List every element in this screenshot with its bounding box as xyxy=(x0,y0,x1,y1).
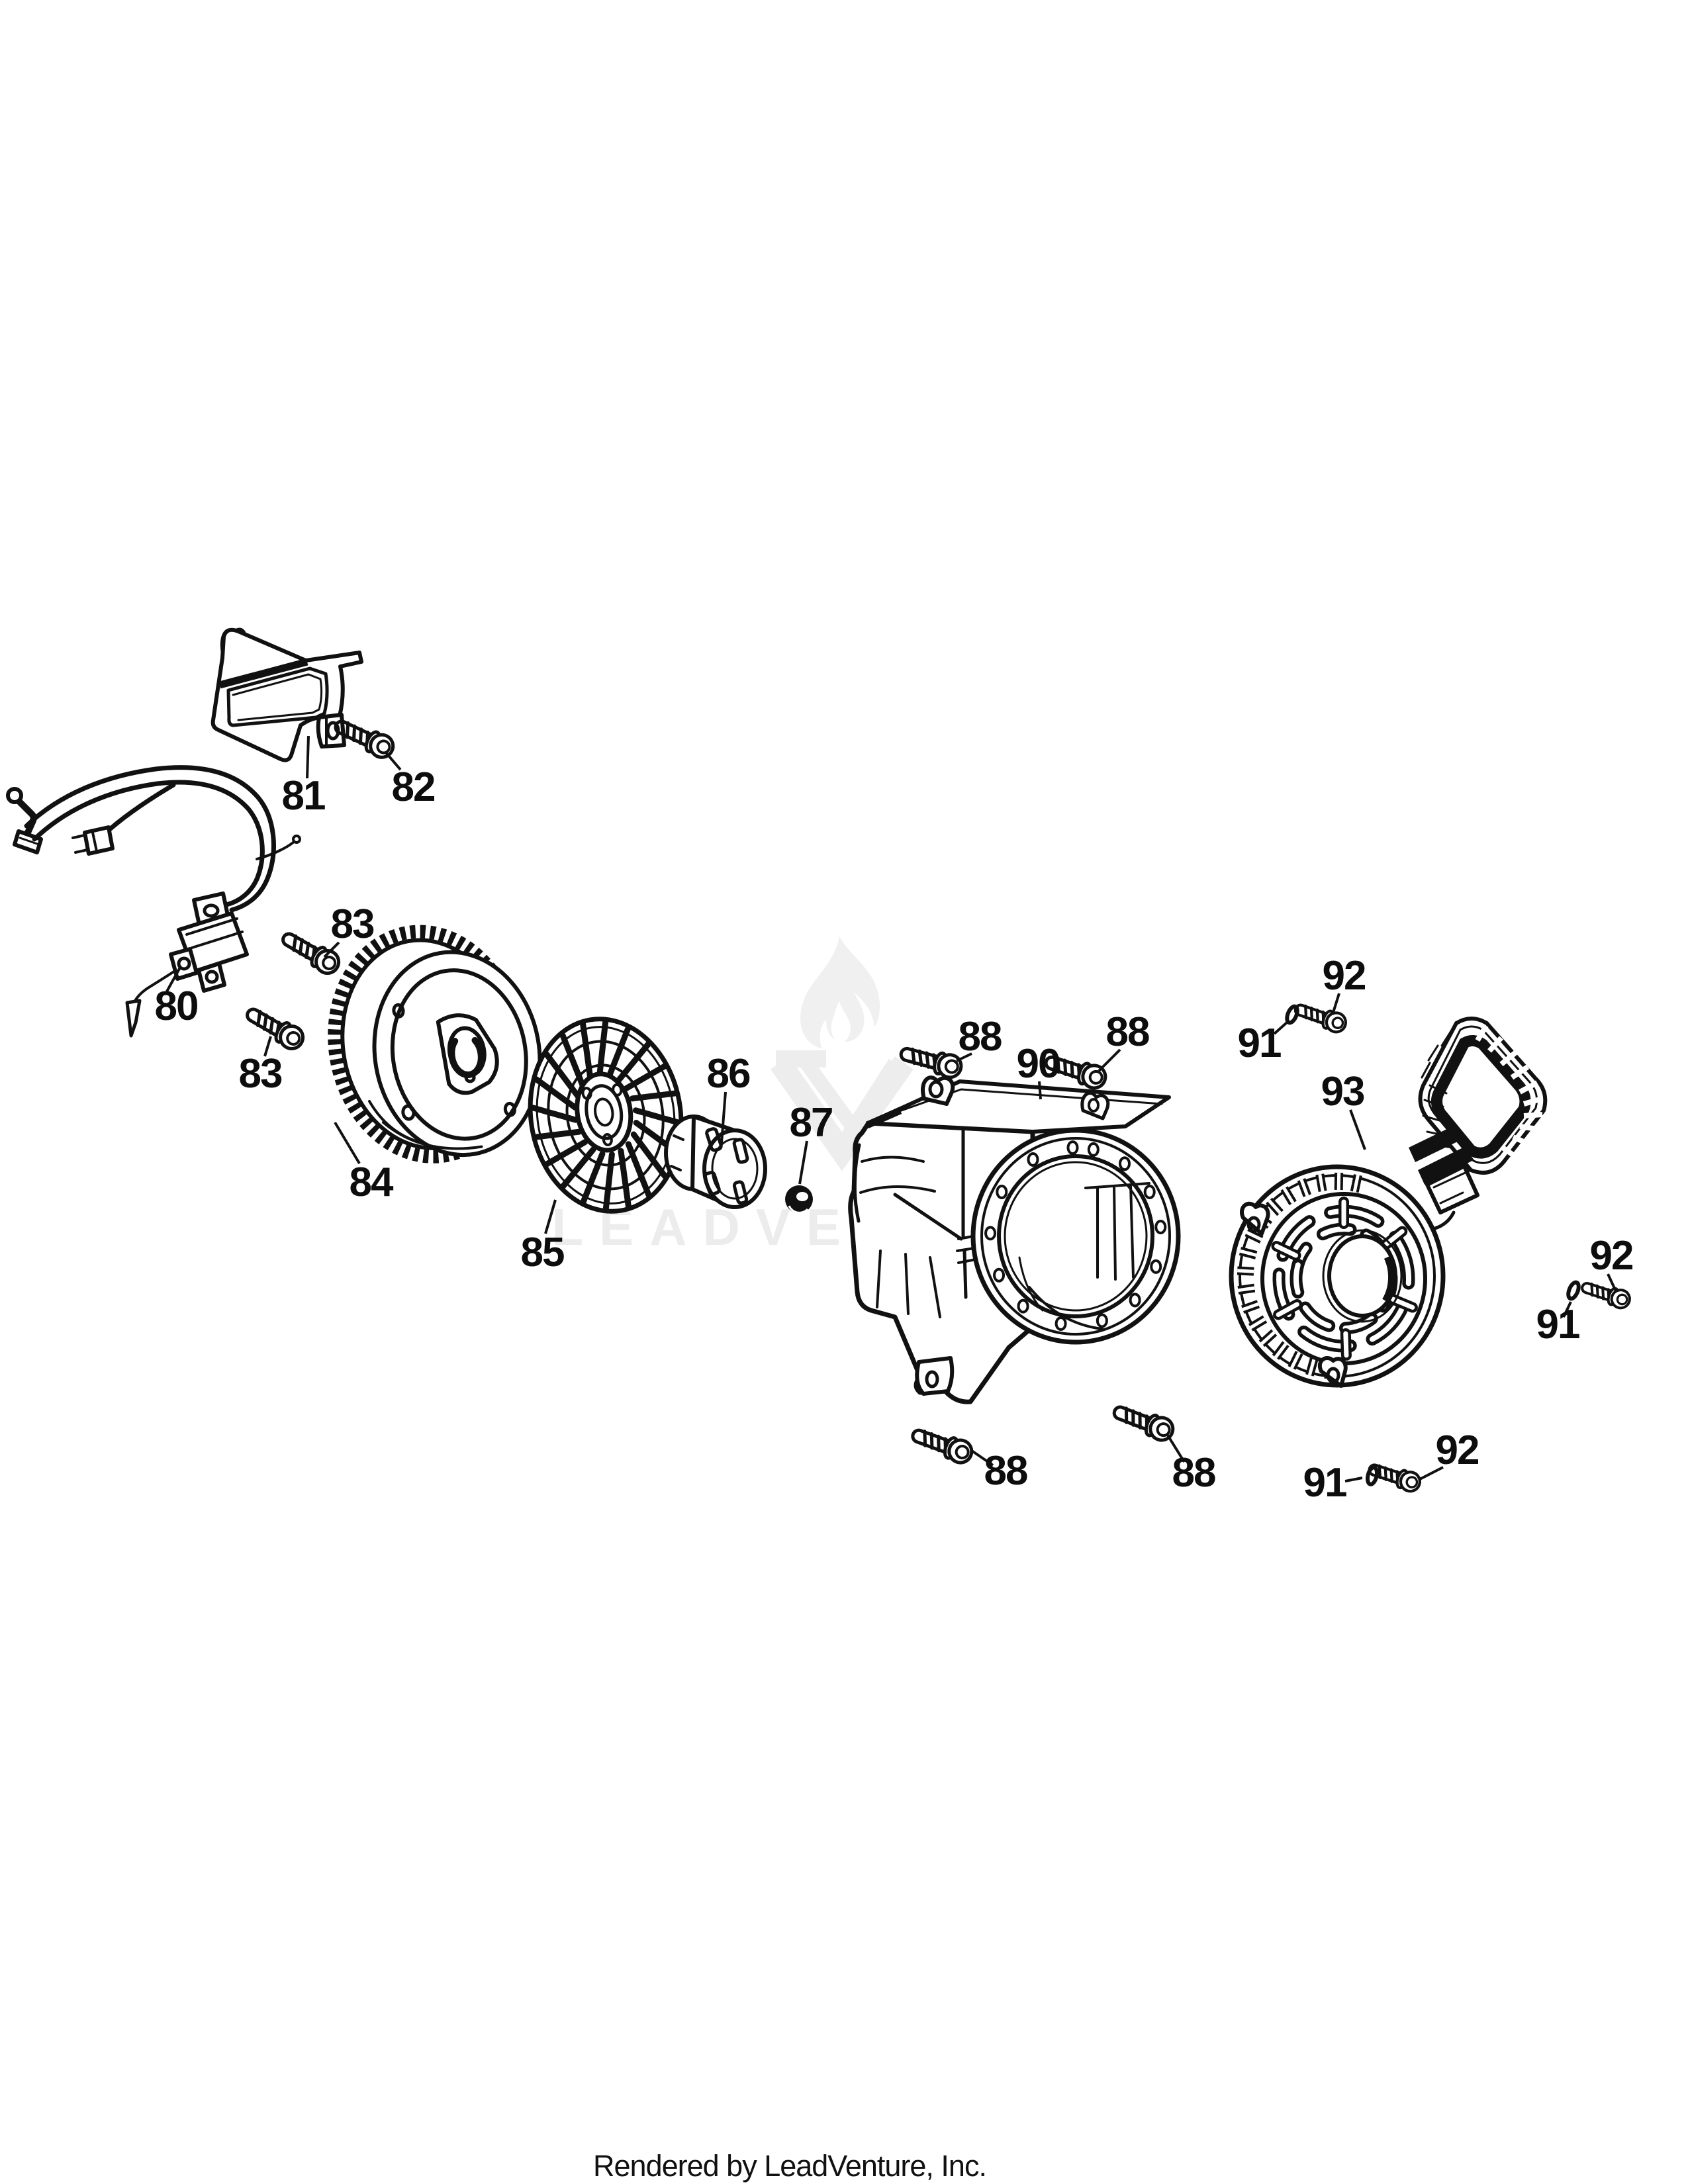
leadventure-v-logo-icon xyxy=(771,1050,914,1171)
starter-cup-drawing-86 xyxy=(664,1115,767,1209)
leader-line-86 xyxy=(720,1091,727,1144)
part-label-90: 90 xyxy=(1017,1041,1060,1087)
leader-line-88 xyxy=(1098,1048,1121,1072)
screw-83-lower xyxy=(242,1003,307,1053)
leader-line-87 xyxy=(798,1140,808,1185)
part-label-93: 93 xyxy=(1321,1069,1364,1115)
starter-handle-drawing xyxy=(1409,1017,1548,1230)
part-label-91: 91 xyxy=(1238,1021,1281,1066)
leader-line-93 xyxy=(1349,1109,1366,1150)
part-label-86: 86 xyxy=(707,1051,750,1097)
part-label-85: 85 xyxy=(521,1230,564,1275)
leader-line-88 xyxy=(1166,1433,1186,1463)
leader-line-80 xyxy=(165,967,181,992)
part-label-82: 82 xyxy=(392,764,435,810)
ignition-coil-drawing-80 xyxy=(6,765,301,1038)
recoil-starter-drawing-93 xyxy=(1229,1164,1446,1388)
leader-line-88 xyxy=(970,1449,994,1467)
housing-bolt-holes xyxy=(984,1140,1167,1331)
part-label-80: 80 xyxy=(155,983,198,1029)
part-label-92: 92 xyxy=(1436,1428,1479,1473)
leader-line-84 xyxy=(334,1121,361,1165)
part-label-91: 91 xyxy=(1536,1302,1579,1347)
flywheel-drawing-84 xyxy=(328,925,542,1163)
part-label-83: 83 xyxy=(239,1051,282,1097)
part-label-81: 81 xyxy=(282,773,325,819)
flame-icon xyxy=(800,936,880,1049)
leader-line-91 xyxy=(1562,1301,1572,1318)
starter-rope xyxy=(1433,1210,1456,1230)
part-label-88: 88 xyxy=(1106,1009,1149,1055)
part-label-88: 88 xyxy=(959,1014,1002,1060)
flywheel-nut-drawing-87 xyxy=(785,1185,813,1214)
leader-line-91 xyxy=(1344,1477,1363,1482)
part-label-88: 88 xyxy=(984,1448,1027,1494)
leader-line-83 xyxy=(263,1036,272,1057)
leader-line-88 xyxy=(956,1052,972,1062)
screw-92-top xyxy=(1293,999,1348,1034)
part-label-84: 84 xyxy=(350,1160,394,1205)
leader-line-92 xyxy=(1331,993,1340,1015)
part-label-92: 92 xyxy=(1323,953,1366,999)
part-label-88: 88 xyxy=(1172,1450,1215,1496)
fan-blades xyxy=(530,1019,682,1212)
screw-88-bottom-left xyxy=(910,1424,975,1466)
leader-line-82 xyxy=(384,751,402,771)
coil-bracket-drawing-81 xyxy=(211,627,363,762)
footer-credit-text: Rendered by LeadVenture, Inc. xyxy=(593,2149,986,2183)
leader-line-90 xyxy=(1038,1081,1042,1100)
part-label-87: 87 xyxy=(790,1100,833,1146)
leader-line-85 xyxy=(544,1199,557,1234)
handle-grip-ribs xyxy=(1475,1024,1544,1160)
leader-line-91 xyxy=(1273,1021,1288,1035)
pin-91-right xyxy=(1566,1281,1581,1300)
screw-88-bottom-right xyxy=(1111,1400,1176,1443)
part-label-92: 92 xyxy=(1590,1233,1633,1279)
leader-line-92 xyxy=(1607,1273,1617,1292)
fan-drawing-85 xyxy=(528,1017,684,1214)
blower-housing-drawing-90 xyxy=(848,1075,1181,1404)
housing-opening-interior xyxy=(1018,1182,1150,1330)
leader-line-92 xyxy=(1418,1466,1444,1481)
part-label-83: 83 xyxy=(331,901,374,947)
flame-inner-tongue xyxy=(831,1001,851,1044)
leader-line-81 xyxy=(306,735,310,779)
screw-92-bottom xyxy=(1367,1459,1423,1494)
part-label-91: 91 xyxy=(1303,1460,1346,1506)
screw-92-right xyxy=(1579,1278,1632,1310)
leader-line-83 xyxy=(323,941,340,958)
